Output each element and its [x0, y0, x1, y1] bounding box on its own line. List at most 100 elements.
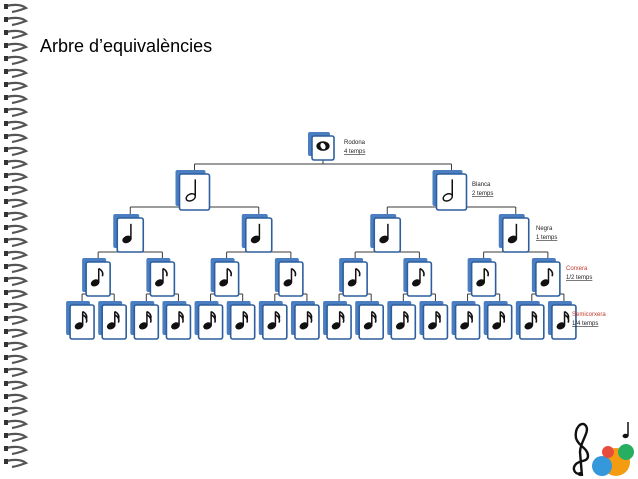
spiral-ring — [5, 432, 29, 443]
half-note-card — [432, 170, 468, 211]
spiral-ring — [5, 445, 29, 456]
spiral-ring — [5, 16, 29, 27]
level-name-label: Corxera — [566, 266, 588, 272]
spiral-ring — [5, 393, 29, 404]
spiral-ring — [5, 458, 29, 469]
sixteenth-note-card — [194, 301, 224, 340]
decor-circle-green — [618, 444, 634, 460]
spiral-ring — [5, 81, 29, 92]
treble-clef-icon — [572, 422, 590, 477]
spiral-hole — [4, 394, 8, 399]
sixteenth-note-card — [483, 301, 513, 340]
spiral-hole — [4, 251, 8, 256]
spiral-hole — [4, 173, 8, 178]
spiral-hole — [4, 433, 8, 438]
spiral-ring — [5, 289, 29, 300]
spiral-ring — [5, 380, 29, 391]
spiral-hole — [4, 30, 8, 35]
eighth-note-card — [210, 258, 240, 297]
sixteenth-note-flag — [114, 314, 120, 323]
whole-note-hole — [320, 142, 326, 150]
slide-title: Arbre d’equivalències — [40, 36, 213, 56]
spiral-ring — [5, 237, 29, 248]
sixteenth-note-flag — [499, 314, 506, 323]
tree-connector — [194, 160, 452, 174]
level-name-label: Blanca — [472, 182, 491, 188]
spiral-ring — [5, 224, 29, 235]
spiral-hole — [4, 186, 8, 191]
spiral-hole — [4, 17, 8, 22]
sixteenth-note-card — [419, 301, 449, 340]
spiral-ring — [5, 172, 29, 183]
spiral-ring — [5, 198, 29, 209]
spiral-hole — [4, 43, 8, 48]
spiral-hole — [4, 160, 8, 165]
eighth-note-card — [274, 258, 304, 297]
spiral-hole — [4, 225, 8, 230]
level-beats-label: 1/2 temps — [566, 275, 592, 281]
eighth-note-flag — [226, 267, 233, 277]
spiral-ring — [5, 29, 29, 40]
quarter-note-card — [113, 214, 145, 253]
spiral-hole — [4, 355, 8, 360]
spiral-hole — [4, 121, 8, 126]
clef-dot — [578, 472, 582, 476]
spiral-hole — [4, 238, 8, 243]
eighth-note-flag — [355, 267, 361, 277]
spiral-ring — [5, 419, 29, 430]
spiral-ring — [5, 133, 29, 144]
eighth-note-flag — [291, 267, 297, 277]
half-note-card — [175, 170, 211, 211]
spiral-hole — [4, 134, 8, 139]
eighth-note-card — [403, 258, 433, 297]
decor-circle-blue — [592, 456, 612, 476]
level-beats-label: 1 temps — [536, 235, 557, 241]
eighth-note-card — [531, 258, 561, 297]
spiral-hole — [4, 56, 8, 61]
quarter-note-card — [498, 214, 530, 253]
spiral-ring — [5, 406, 29, 417]
spiral-hole — [4, 199, 8, 204]
sixteenth-note-flag — [146, 314, 152, 323]
spiral-ring — [5, 120, 29, 131]
spiral-hole — [4, 147, 8, 152]
spiral-ring — [5, 42, 29, 53]
spiral-ring — [5, 55, 29, 66]
sixteenth-note-flag — [467, 314, 473, 323]
sixteenth-note-flag — [371, 314, 377, 323]
eighth-note-card — [82, 258, 111, 297]
spiral-ring — [5, 315, 29, 326]
sixteenth-note-card — [451, 301, 481, 340]
eighth-note-flag — [419, 267, 425, 277]
sixteenth-note-flag — [275, 314, 281, 323]
sixteenth-note-card — [258, 301, 288, 340]
sixteenth-note-flag — [242, 314, 249, 323]
eighth-note-flag — [98, 267, 104, 277]
spiral-hole — [4, 82, 8, 87]
spiral-ring — [5, 276, 29, 287]
spiral-ring — [5, 3, 29, 14]
sixteenth-note-card — [355, 301, 384, 340]
spiral-hole — [4, 4, 8, 9]
sixteenth-note-flag — [435, 314, 441, 323]
spiral-ring — [5, 146, 29, 157]
spiral-hole — [4, 290, 8, 295]
eighth-note-flag — [162, 267, 168, 277]
sixteenth-note-card — [130, 301, 160, 340]
sixteenth-note-flag — [307, 314, 313, 323]
spiral-ring — [5, 341, 29, 352]
level-name-label: Negra — [536, 226, 553, 232]
music-notes-clef-icon — [572, 422, 634, 477]
spiral-ring — [5, 94, 29, 105]
spiral-hole — [4, 407, 8, 412]
spiral-hole — [4, 212, 8, 217]
sixteenth-note-card — [515, 301, 545, 340]
spiral-hole — [4, 95, 8, 100]
spiral-ring — [5, 302, 29, 313]
spiral-hole — [4, 420, 8, 425]
sixteenth-note-card — [323, 301, 352, 340]
spiral-ring — [5, 354, 29, 365]
spiral-hole — [4, 277, 8, 282]
sixteenth-note-flag — [403, 314, 409, 323]
